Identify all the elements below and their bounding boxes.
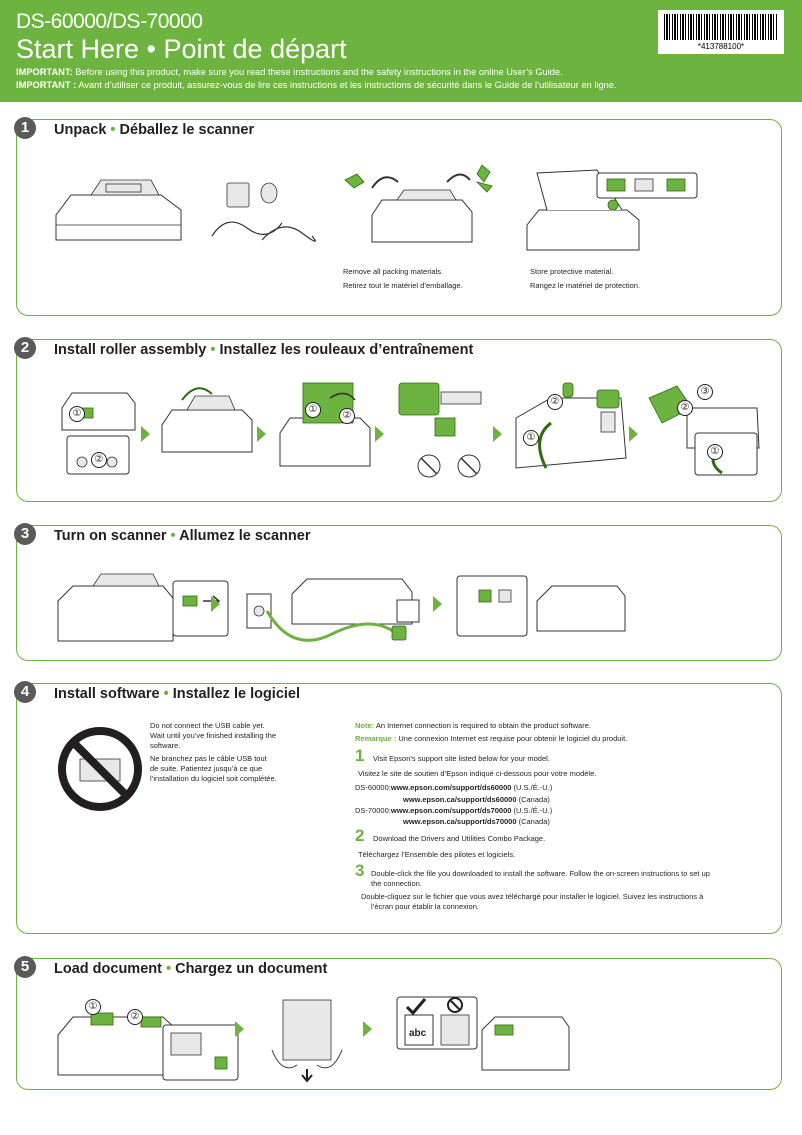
callout-2: ② bbox=[91, 452, 107, 468]
power-button-illustration bbox=[456, 575, 626, 637]
section-title: Install software • Installez le logiciel bbox=[54, 686, 301, 702]
section-unpack: 1 Unpack • Déballez le scanner Remove al… bbox=[14, 117, 782, 316]
software-step-2-number: 2 bbox=[355, 826, 365, 845]
callout-1: ① bbox=[85, 999, 101, 1015]
caption-remove-en: Remove all packing materials. bbox=[343, 267, 444, 276]
power-cable-illustration bbox=[246, 578, 420, 642]
scanner-back-illustration bbox=[57, 573, 229, 642]
next-arrow bbox=[141, 426, 150, 442]
software-step-1-fr: Visitez le site de soutien d’Epson indiq… bbox=[358, 769, 597, 778]
step-number-badge: 5 bbox=[14, 956, 36, 978]
usb-warning-en: Do not connect the USB cable yet. Wait u… bbox=[150, 721, 277, 750]
page-title: Start Here • Point de départ bbox=[16, 34, 347, 64]
note-en: Note: An Internet connection is required… bbox=[355, 721, 591, 730]
important-notice-fr: IMPORTANT : Avant d’utiliser ce produit,… bbox=[16, 80, 617, 90]
next-arrow bbox=[235, 1021, 244, 1037]
ds70000-us-link: DS-70000:www.epson.com/support/ds70000 (… bbox=[355, 806, 553, 815]
step-number-badge: 3 bbox=[14, 523, 36, 545]
caption-remove-fr: Retirez tout le matériel d’emballage. bbox=[343, 281, 463, 290]
step-number-badge: 2 bbox=[14, 337, 36, 359]
roller-step-5-illustration bbox=[515, 382, 627, 469]
callout-3: ③ bbox=[697, 384, 713, 400]
barcode-text: *413788100* bbox=[697, 42, 745, 51]
caption-store-en: Store protective material. bbox=[530, 267, 614, 276]
callout-2: ② bbox=[127, 1009, 143, 1025]
section-install-roller: 2 Install roller assembly • Installez le… bbox=[14, 337, 782, 502]
step-number-badge: 1 bbox=[14, 117, 36, 139]
step-number-badge: 4 bbox=[14, 681, 36, 703]
callout-1: ① bbox=[305, 402, 321, 418]
barcode-bars bbox=[664, 14, 778, 40]
next-arrow bbox=[433, 596, 442, 612]
model-name: DS-60000/DS-70000 bbox=[16, 10, 203, 33]
load-document-illustration bbox=[57, 1012, 239, 1081]
callout-1: ① bbox=[523, 430, 539, 446]
next-arrow bbox=[493, 426, 502, 442]
section-title: Unpack • Déballez le scanner bbox=[54, 122, 255, 138]
software-step-2-fr: Téléchargez l’Ensemble des pilotes et lo… bbox=[358, 850, 516, 859]
next-arrow bbox=[363, 1021, 372, 1037]
document-guidelines-illustration bbox=[396, 996, 570, 1071]
ds60000-ca-link: www.epson.ca/support/ds60000 (Canada) bbox=[403, 795, 550, 804]
next-arrow bbox=[375, 426, 384, 442]
software-step-3-number: 3 bbox=[355, 861, 365, 880]
roller-step-4-illustration bbox=[398, 382, 482, 478]
barcode: *413788100* bbox=[658, 10, 784, 54]
section-load-document: 5 Load document • Chargez un document ① … bbox=[14, 956, 782, 1090]
roller-step-3-illustration bbox=[279, 382, 371, 467]
fan-paper-illustration bbox=[271, 999, 343, 1083]
caption-store-fr: Rangez le matériel de protection. bbox=[530, 281, 641, 290]
software-step-1-number: 1 bbox=[355, 746, 365, 765]
callout-1: ① bbox=[707, 444, 723, 460]
callout-2: ② bbox=[547, 394, 563, 410]
accessories-illustration bbox=[211, 182, 316, 242]
software-step-3-fr: Double-cliquez sur le fichier que vous a… bbox=[361, 892, 704, 911]
no-usb-icon bbox=[58, 727, 142, 811]
header-banner: DS-60000/DS-70000 Start Here • Point de … bbox=[0, 0, 802, 102]
software-step-2-en: Download the Drivers and Utilities Combo… bbox=[373, 834, 546, 843]
abc-sample-label: abc bbox=[409, 1028, 427, 1039]
next-arrow bbox=[629, 426, 638, 442]
ds60000-us-link: DS-60000:www.epson.com/support/ds60000 (… bbox=[355, 783, 553, 792]
scanner-illustration bbox=[55, 179, 182, 241]
section-install-software: 4 Install software • Installez le logici… bbox=[14, 681, 782, 934]
section-title: Install roller assembly • Installez les … bbox=[54, 342, 474, 358]
important-notice-en: IMPORTANT: Before using this product, ma… bbox=[16, 67, 563, 77]
section-title: Load document • Chargez un document bbox=[54, 961, 328, 977]
software-step-3-en: Double-click the file you downloaded to … bbox=[371, 869, 710, 888]
roller-step-2-illustration bbox=[161, 387, 253, 453]
next-arrow bbox=[211, 596, 220, 612]
section-title: Turn on scanner • Allumez le scanner bbox=[54, 528, 311, 544]
next-arrow bbox=[257, 426, 266, 442]
callout-2: ② bbox=[677, 400, 693, 416]
callout-1: ① bbox=[69, 406, 85, 422]
software-step-1-en: Visit Epson’s support site listed below … bbox=[373, 754, 550, 763]
note-fr: Remarque : Une connexion Internet est re… bbox=[355, 734, 628, 743]
remove-packing-illustration bbox=[344, 164, 493, 243]
section-turn-on: 3 Turn on scanner • Allumez le scanner bbox=[14, 523, 782, 661]
callout-2: ② bbox=[339, 408, 355, 424]
usb-warning-fr: Ne branchez pas le câble USB tout de sui… bbox=[150, 754, 277, 783]
store-protective-illustration bbox=[526, 169, 698, 251]
ds70000-ca-link: www.epson.ca/support/ds70000 (Canada) bbox=[403, 817, 550, 826]
